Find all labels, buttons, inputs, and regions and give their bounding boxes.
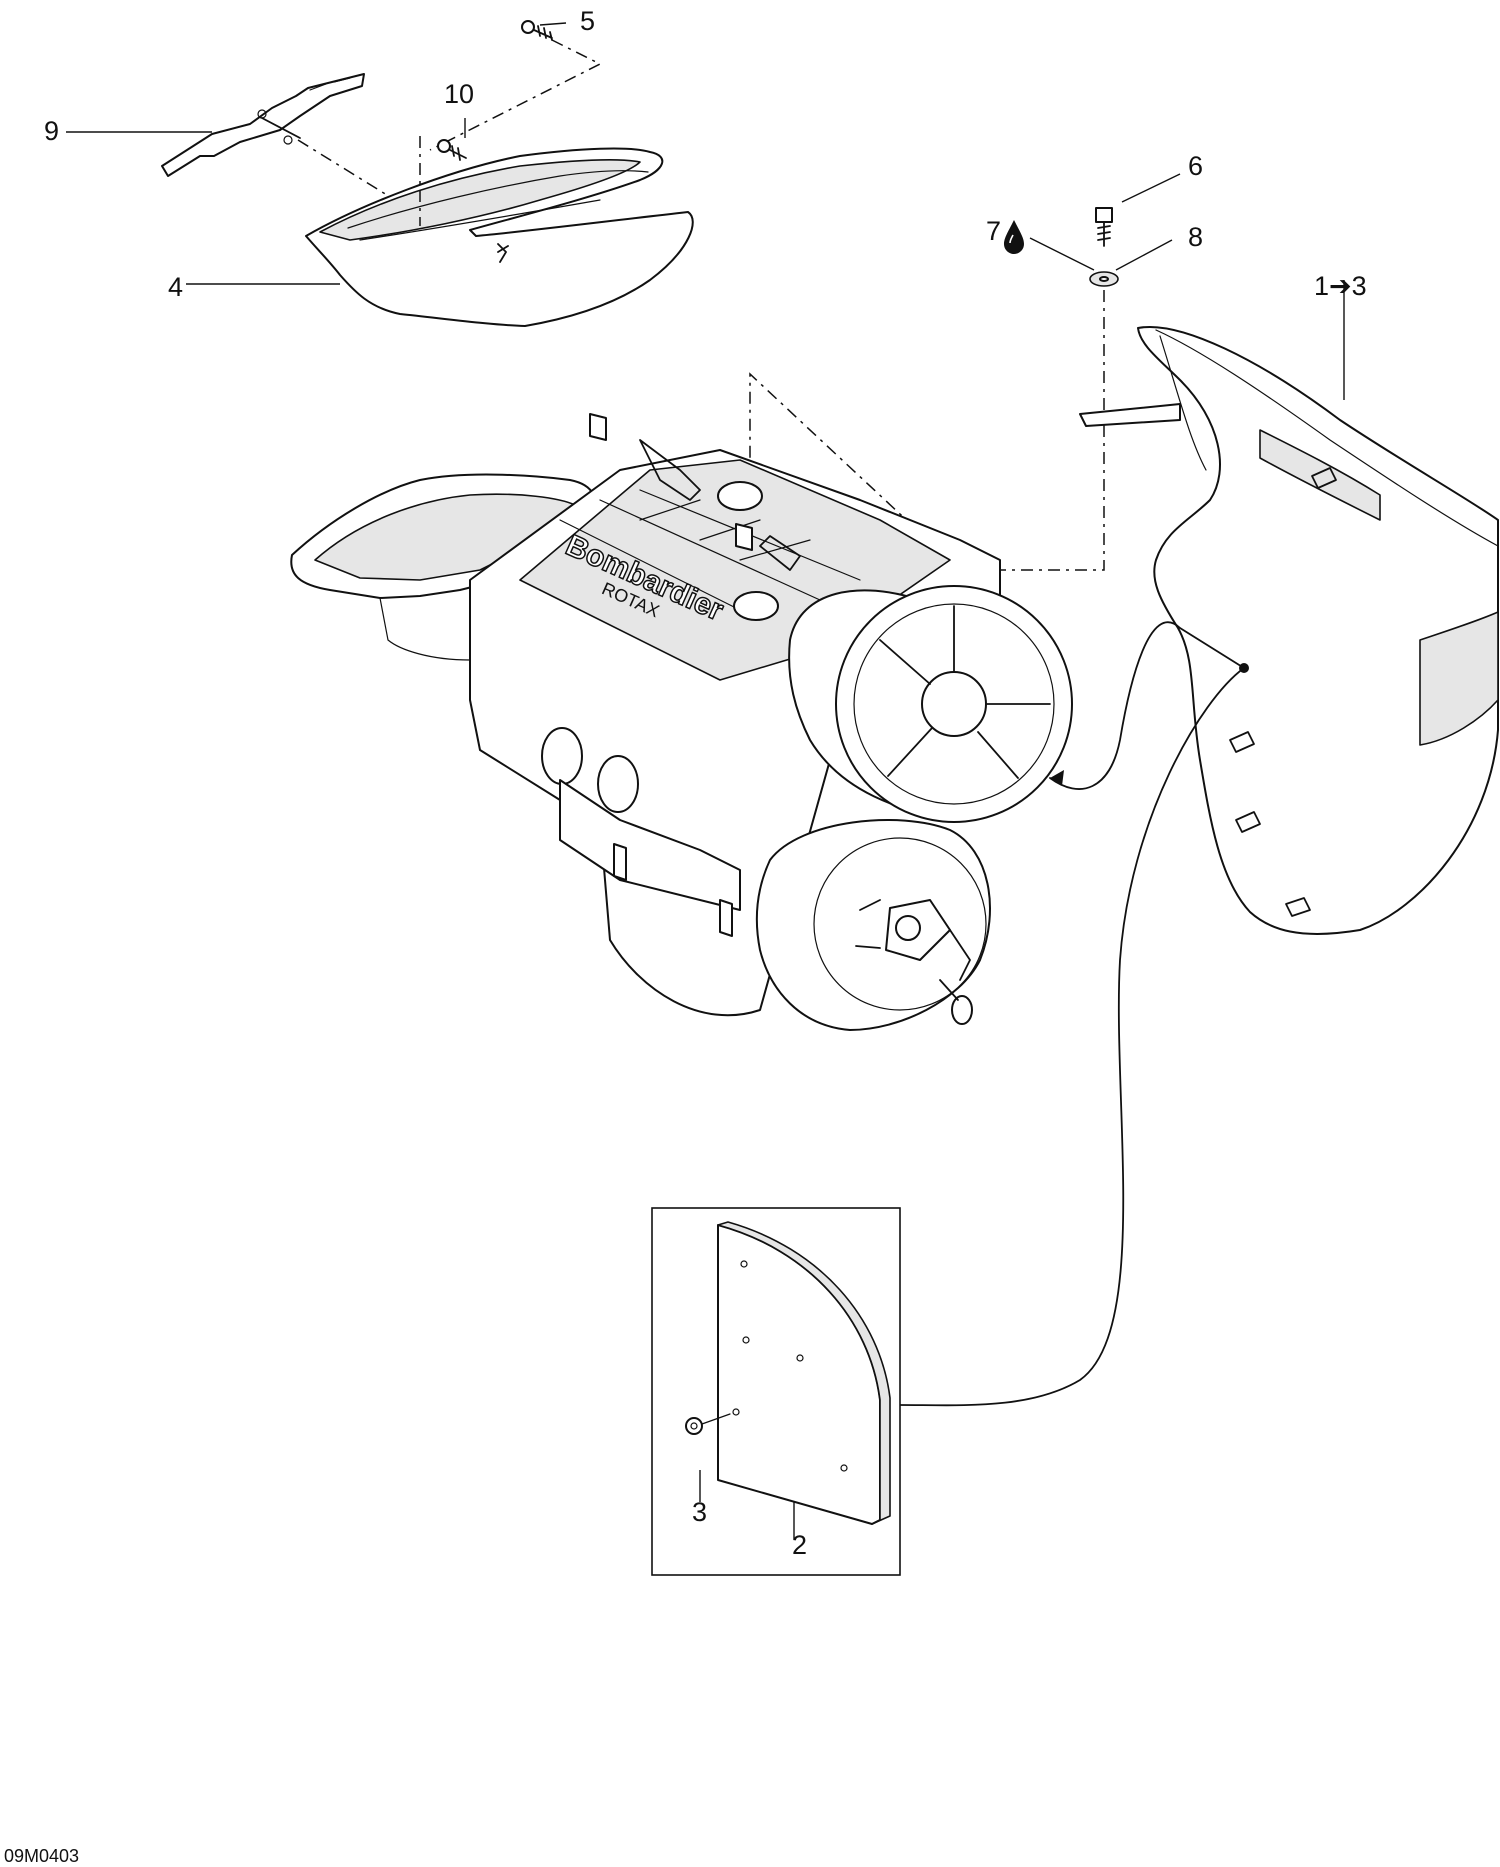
- callout-8: 8: [1188, 222, 1203, 252]
- engine-assembly: Bombardier ROTAX: [290, 413, 1073, 1031]
- figure-code: 09M0403: [4, 1846, 79, 1866]
- oil-drop-icon: [1004, 220, 1024, 254]
- screw-6: [1095, 207, 1113, 247]
- detail-connector: [899, 667, 1245, 1407]
- callout-2: 2: [792, 1530, 807, 1560]
- callout-7: 7: [986, 216, 1001, 246]
- part-4-cover: [305, 147, 694, 327]
- callout-6: 6: [1188, 151, 1203, 181]
- callout-4: 4: [168, 272, 183, 302]
- callout-leaders: [66, 22, 1345, 1540]
- part-1-fan-cover: [1079, 326, 1499, 935]
- screw-10: [419, 136, 467, 226]
- callout-5: 5: [580, 6, 595, 36]
- callout-1: 1➔3: [1314, 271, 1367, 301]
- part-9-bracket: [161, 73, 396, 201]
- callout-9: 9: [44, 116, 59, 146]
- washer-8: [1089, 271, 1119, 287]
- detail-box: [651, 1207, 901, 1576]
- screw-5: [429, 20, 602, 151]
- callout-10: 10: [444, 79, 474, 109]
- callout-3: 3: [692, 1497, 707, 1527]
- reference-arrow: [1049, 621, 1245, 790]
